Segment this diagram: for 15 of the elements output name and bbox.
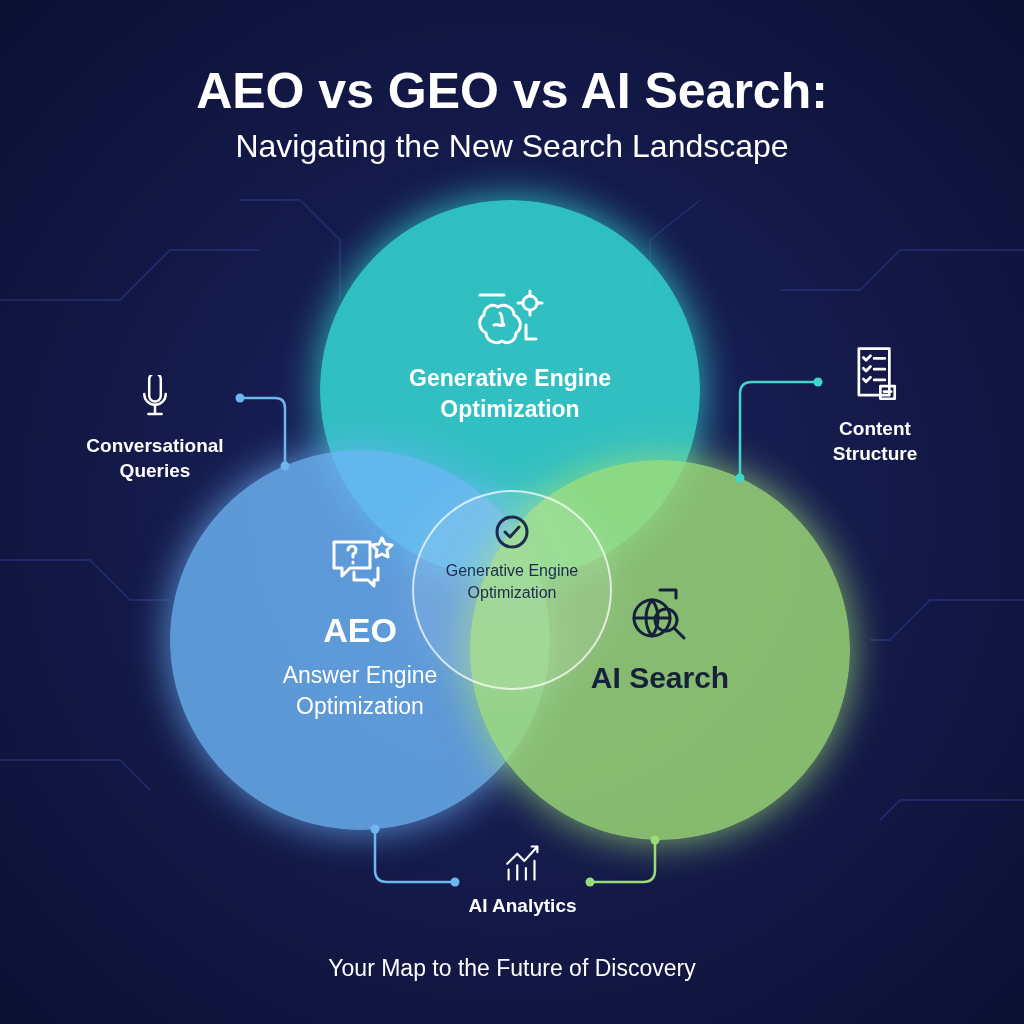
title: AEO vs GEO vs AI Search:: [195, 62, 829, 120]
leader-line: [235, 393, 290, 471]
circle-label: Answer Engine Optimization: [281, 660, 439, 721]
leader-line: [735, 377, 823, 483]
circle-heading: AEO: [323, 610, 397, 651]
caption: Your Map to the Future of Discovery: [328, 955, 696, 981]
callout-label: AI Analytics: [468, 894, 577, 919]
circle-label: Generative Engine Optimization: [408, 364, 612, 425]
leader-line: [585, 835, 660, 887]
callout-label: Conversational Queries: [85, 433, 225, 484]
circle-label: Generative Engine Optimization: [444, 561, 580, 603]
leader-line: [370, 824, 460, 887]
callout-label: Content Structure: [831, 416, 919, 467]
subtitle: Navigating the New Search Landscape: [235, 128, 789, 164]
circle-heading: AI Search: [590, 660, 730, 696]
